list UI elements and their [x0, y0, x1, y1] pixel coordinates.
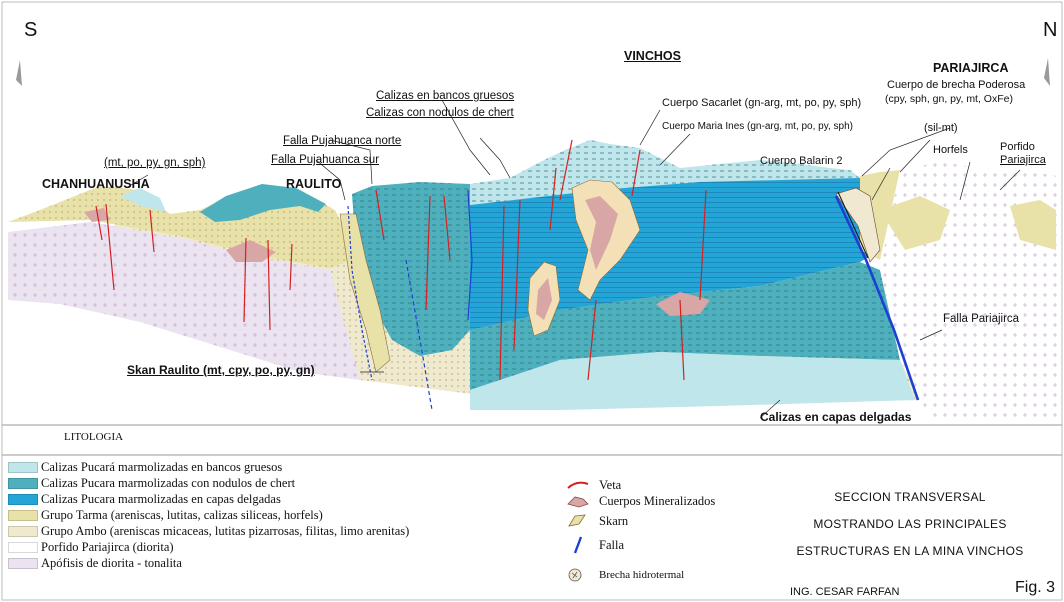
legend-swatch	[8, 462, 38, 473]
legend-swatch	[8, 542, 38, 553]
title-line-2: MOSTRANDO LAS PRINCIPALES	[780, 518, 1040, 530]
legend-label: Grupo Tarma (areniscas, lutitas, calizas…	[41, 508, 323, 523]
label-porfido-1: Porfido	[1000, 142, 1035, 153]
label-falla-sur: Falla Pujahuanca sur	[271, 155, 379, 167]
symbol-label: Falla	[599, 538, 624, 553]
south-label: S	[24, 20, 37, 40]
symbol-falla: Falla	[565, 536, 624, 554]
legend-swatch	[8, 558, 38, 569]
north-arrow-icon	[1044, 58, 1050, 86]
title-line-1: SECCION TRANSVERSAL	[780, 491, 1040, 503]
label-hornfels: Horfels	[933, 145, 968, 156]
figure-label: Fig. 3	[1015, 580, 1055, 596]
fault-icon	[565, 536, 591, 554]
legend-label: Calizas Pucara marmolizadas en capas del…	[41, 492, 281, 507]
place-vinchos: VINCHOS	[624, 50, 681, 63]
title-line-3: ESTRUCTURAS EN LA MINA VINCHOS	[780, 545, 1040, 557]
symbol-label: Brecha hidrotermal	[599, 569, 684, 581]
legend-label: Porfido Pariajirca (diorita)	[41, 540, 174, 555]
legend-item-chert: Calizas Pucara marmolizadas con nodulos …	[8, 476, 295, 490]
legend-item-delgadas: Calizas Pucara marmolizadas en capas del…	[8, 492, 281, 506]
legend-swatch	[8, 478, 38, 489]
label-brecha-1: Cuerpo de brecha Poderosa	[887, 80, 1025, 91]
label-sil-mt: (sil-mt)	[924, 123, 958, 134]
legend-item-gruesos: Calizas Pucará marmolizadas en bancos gr…	[8, 460, 282, 474]
breccia-icon	[565, 566, 591, 584]
legend-label: Calizas Pucará marmolizadas en bancos gr…	[41, 460, 282, 475]
legend-item-porfido: Porfido Pariajirca (diorita)	[8, 540, 174, 554]
label-cuerpo-maria: Cuerpo Maria Ines (gn-arg, mt, po, py, s…	[662, 122, 853, 132]
label-falla-pariajirca: Falla Pariajirca	[943, 314, 1019, 326]
south-arrow-icon	[16, 60, 22, 86]
north-label: N	[1043, 20, 1057, 40]
label-calizas-delgadas: Calizas en capas delgadas	[760, 411, 911, 423]
label-porfido-2: Pariajirca	[1000, 155, 1046, 166]
ore-body-icon	[565, 492, 591, 510]
label-minerals-chanhuanusha: (mt, po, py, gn, sph)	[104, 158, 205, 170]
legend-swatch	[8, 494, 38, 505]
legend-label: Calizas Pucara marmolizadas con nodulos …	[41, 476, 295, 491]
legend-item-apofisis: Apófisis de diorita - tonalita	[8, 556, 182, 570]
author-label: ING. CESAR FARFAN	[790, 587, 899, 598]
legend-label: Apófisis de diorita - tonalita	[41, 556, 182, 571]
legend-label: Grupo Ambo (areniscas micaceas, lutitas …	[41, 524, 409, 539]
symbol-label: Skarn	[599, 514, 628, 529]
skarn-icon	[565, 512, 591, 530]
legend-swatch	[8, 510, 38, 521]
legend-item-ambo: Grupo Ambo (areniscas micaceas, lutitas …	[8, 524, 409, 538]
symbol-label: Cuerpos Mineralizados	[599, 494, 715, 509]
label-brecha-2: (cpy, sph, gn, py, mt, OxFe)	[885, 94, 1013, 105]
symbol-brecha: Brecha hidrotermal	[565, 566, 684, 584]
label-skarn-raulito: Skan Raulito (mt, cpy, po, py, gn)	[127, 364, 315, 376]
label-calizas-gruesos: Calizas en bancos gruesos	[376, 91, 514, 103]
label-falla-norte: Falla Pujahuanca norte	[283, 136, 401, 148]
place-chanhuanusha: CHANHUANUSHA	[42, 178, 150, 191]
symbol-label: Veta	[599, 478, 621, 493]
label-calizas-chert: Calizas con nodulos de chert	[366, 108, 514, 120]
legend-title: LITOLOGIA	[64, 432, 123, 443]
label-cuerpo-balarin: Cuerpo Balarin 2	[760, 156, 843, 167]
legend-swatch	[8, 526, 38, 537]
place-pariajirca: PARIAJIRCA	[933, 62, 1008, 75]
place-raulito: RAULITO	[286, 178, 341, 191]
label-cuerpo-sacarlet: Cuerpo Sacarlet (gn-arg, mt, po, py, sph…	[662, 98, 861, 109]
symbol-cuerpos: Cuerpos Mineralizados	[565, 492, 715, 510]
symbol-skarn: Skarn	[565, 512, 628, 530]
legend-item-tarma: Grupo Tarma (areniscas, lutitas, calizas…	[8, 508, 323, 522]
